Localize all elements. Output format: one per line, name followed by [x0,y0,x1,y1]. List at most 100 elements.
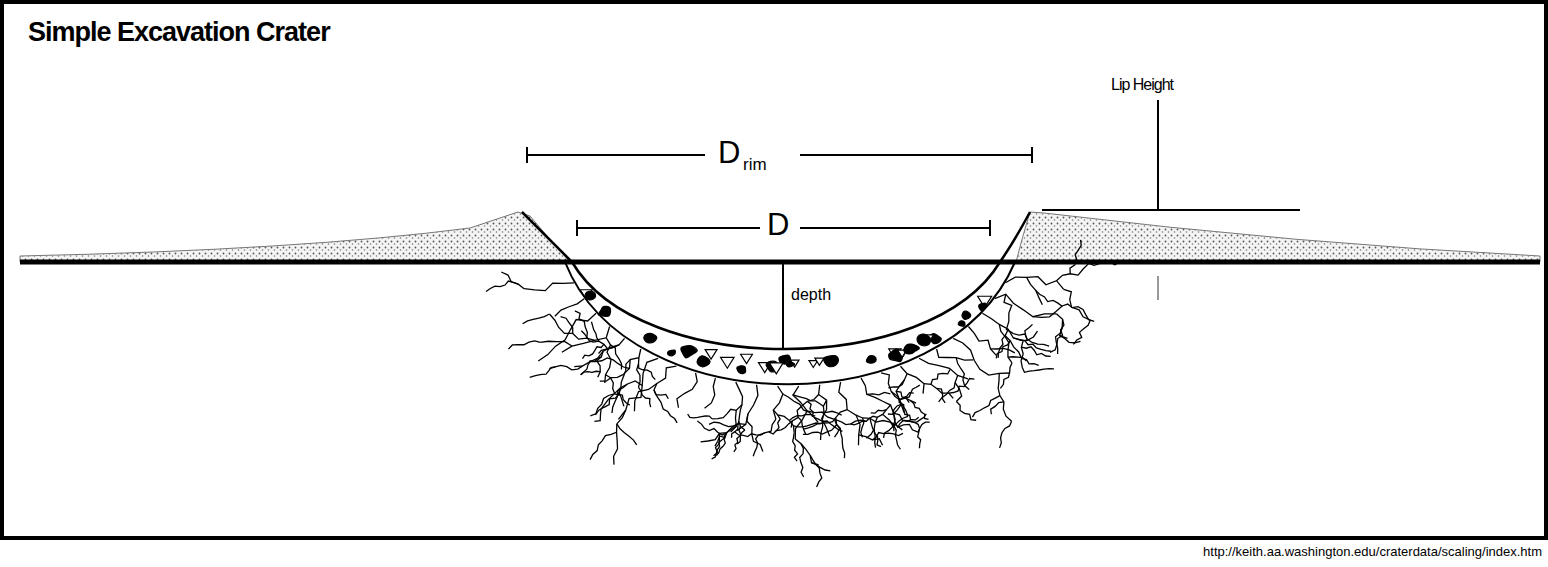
fracture-line [834,419,839,437]
fracture-line [1062,304,1094,321]
breccia-fragment [815,358,824,365]
fracture-line [795,439,818,465]
fracture-line [618,358,658,419]
diagram-title: Simple Excavation Crater [26,18,332,48]
fracture-line [594,400,608,422]
fracture-line [605,338,611,383]
lip-height-marker [1042,100,1300,300]
fracture-line [753,435,758,456]
fracture-line [589,358,629,369]
fracture-line [783,394,818,423]
fracture-line [705,378,716,408]
fracture-line [776,415,780,431]
breccia-fragment [866,356,876,363]
fracture-line [1070,240,1081,274]
breccia-base [565,262,1015,384]
dimension-label: Lip Height [1109,76,1175,94]
fracture-line [995,294,1057,317]
fracture-line [769,421,793,434]
fracture-line [804,418,836,430]
fracture-line [623,349,641,375]
ejecta-blanket [20,212,570,262]
fracture-line [523,314,550,324]
fracture-line [1057,263,1089,280]
fracture-line [937,349,974,360]
fracture-line [1004,294,1013,333]
fracture-line [562,326,610,352]
fracture-line [1022,368,1054,373]
fracture-line [839,382,860,445]
breccia-fragment [962,311,971,319]
fracture-line [654,383,663,409]
fracture-line [590,432,616,459]
dimension-label: D [765,208,791,242]
breccia-fragment [906,345,919,354]
fracture-line [610,345,621,370]
fracture-line [793,395,824,407]
fracture-line [663,409,677,423]
fracture-line [712,409,736,419]
fracture-line [953,338,1010,375]
breccia-fragment [769,363,783,374]
fracture-line [1021,347,1050,356]
fracture-line [1022,358,1039,365]
fracture-line [998,373,1011,421]
depth-line [782,264,784,350]
dimension-subscript: rim [741,156,769,175]
fracture-line [931,370,950,385]
fracture-line [591,322,598,341]
fracture-line [1021,340,1023,367]
fracture-line [956,401,976,420]
rim-diameter-bracket [527,147,1032,163]
fracture-line [617,424,637,445]
fracture-line [895,422,918,432]
fracture-line [747,414,763,451]
breccia-fragment [668,350,676,356]
fracture-line [939,383,955,402]
fracture-line [549,314,594,340]
fracture-line [905,385,920,398]
fracture-line [758,419,776,435]
fracture-line [819,385,830,437]
fracture-line [1000,421,1012,448]
dimension-label: D [716,136,742,170]
breccia-fragment [741,354,753,363]
fracture-line [996,341,1010,359]
fracture-line [874,429,881,447]
fracture-line [538,313,596,361]
fracture-line [581,331,593,342]
fracture-line [837,425,845,458]
fracture-line [891,391,916,403]
fracture-line [982,313,1023,340]
breccia-fragment [917,334,931,345]
fracture-line [737,385,758,431]
breccia-fragment [721,357,735,368]
fracture-line [866,405,890,438]
fracture-line [593,341,619,349]
fracture-line [918,422,930,432]
fracture-line [580,371,600,375]
dimension-label: depth [789,286,833,304]
fracture-line [1027,277,1043,304]
fracture-line [867,392,891,394]
fracture-line [791,394,819,427]
fracture-line [800,444,804,477]
fracture-line [810,455,822,486]
fracture-line [677,373,697,408]
breccia-fragment [681,346,697,358]
ground-line [20,260,1540,265]
fracture-line [773,386,783,419]
ejecta-blanket [1016,212,1540,262]
breccia-fragment [737,366,746,374]
fracture-line [911,401,929,420]
fracture-line [850,416,877,424]
fracture-line [832,410,847,430]
fracture-line [884,416,908,438]
breccia-fragments [580,290,991,374]
fracture-line [1073,320,1090,344]
fracture-line [524,283,574,291]
fracture-line [991,402,1004,414]
fracture-line [883,414,893,427]
fracture-line [999,324,1012,363]
